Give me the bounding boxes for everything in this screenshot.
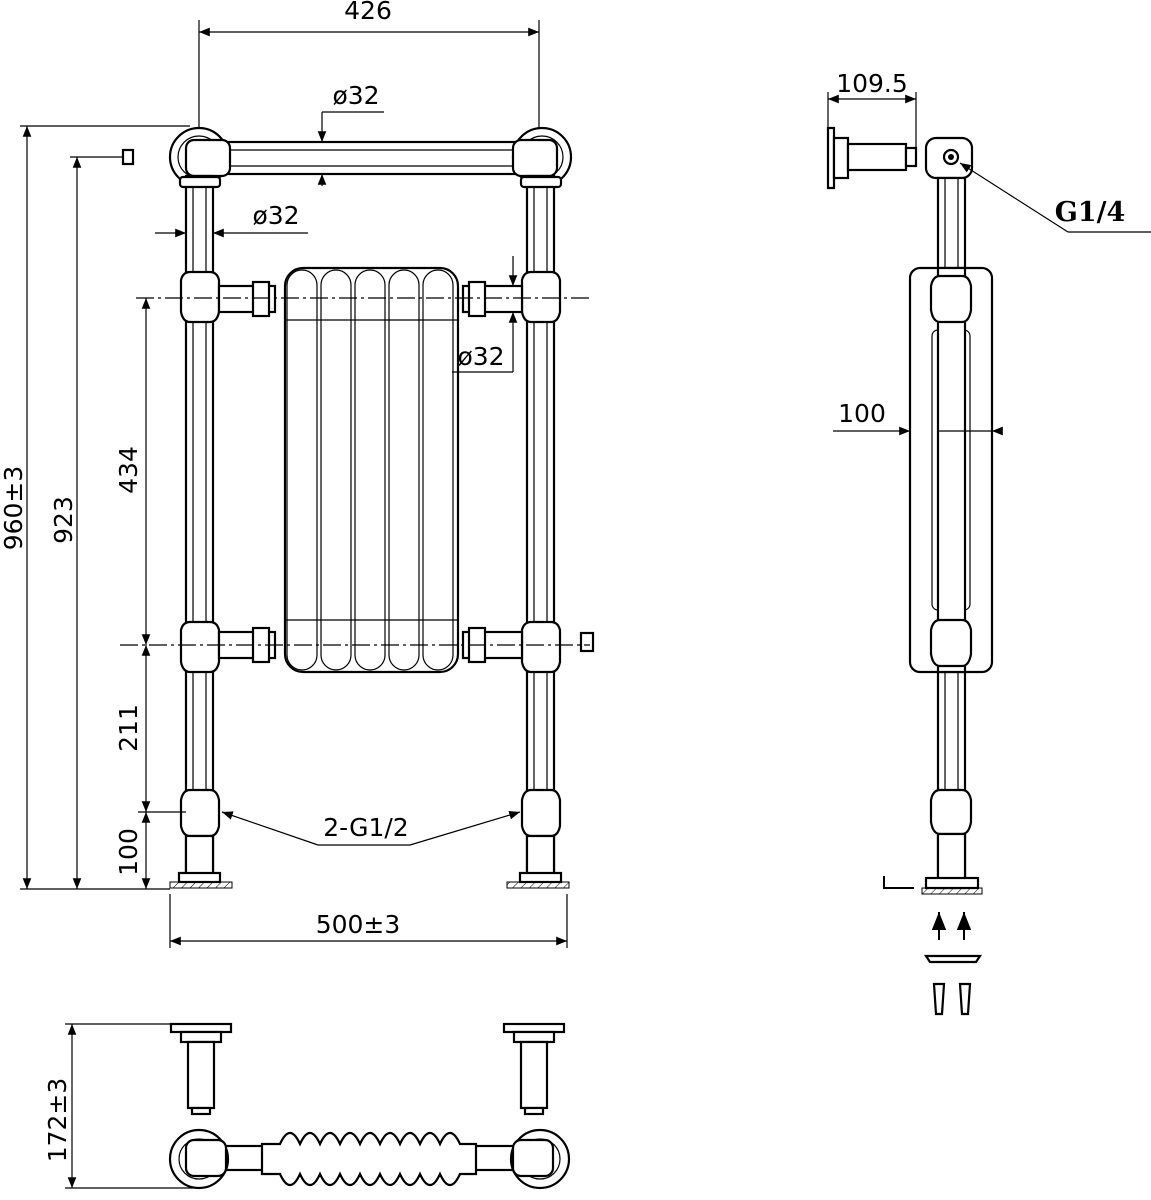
- top-view: 172±3: [43, 1022, 571, 1190]
- dim-upright-diameter: ø32: [252, 201, 299, 230]
- dim-434: 434: [114, 446, 143, 494]
- dim-right-diameter: ø32: [457, 342, 504, 371]
- left-upright: [178, 174, 222, 883]
- bleed-valve: [121, 148, 595, 653]
- dim-109-5: 109.5: [836, 69, 908, 98]
- dim-top-diameter: ø32: [332, 81, 379, 110]
- floor-mounts: [169, 834, 570, 889]
- front-view: 426 ø32 ø32 ø32 960±3 923 434 211: [0, 0, 595, 948]
- dim-426: 426: [344, 0, 392, 25]
- dim-500: 500±3: [316, 910, 401, 939]
- dim-100-bottom: 100: [114, 828, 143, 876]
- dim-923: 923: [49, 496, 78, 544]
- dim-inlet-threads: 2-G1/2: [323, 813, 408, 842]
- dim-172: 172±3: [43, 1078, 72, 1163]
- dim-960: 960±3: [0, 466, 28, 551]
- top-rail: [168, 126, 573, 188]
- dim-100-depth: 100: [838, 399, 886, 428]
- radiator-block: [283, 266, 460, 674]
- side-view: 109.5 G1/4 100: [826, 69, 1151, 1016]
- right-upright: [519, 174, 563, 883]
- dim-g14: G1/4: [1055, 197, 1126, 228]
- dim-211: 211: [114, 704, 143, 752]
